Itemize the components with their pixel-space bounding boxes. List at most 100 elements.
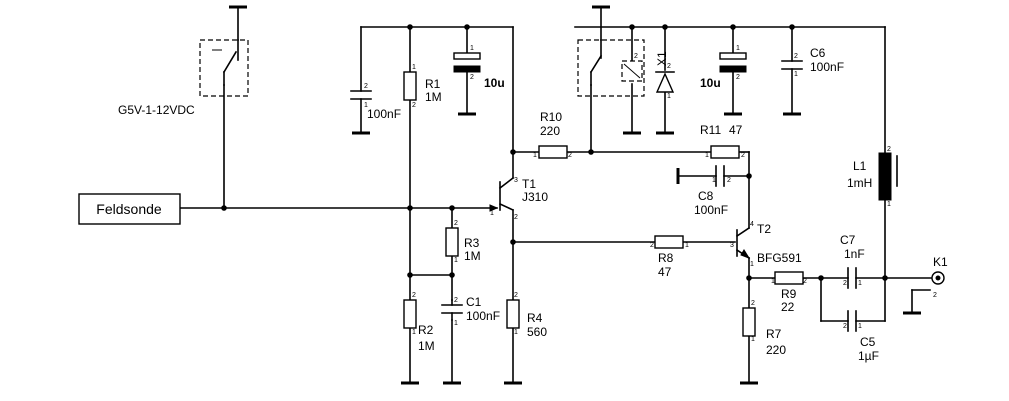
r2: R2 1M — [403, 299, 435, 353]
r4-name: R4 — [527, 311, 543, 325]
t2-name: T2 — [757, 222, 771, 236]
relay-label: G5V-1-12VDC — [118, 103, 195, 117]
diode — [655, 71, 675, 93]
svg-text:1: 1 — [736, 45, 740, 52]
svg-text:1: 1 — [887, 201, 891, 208]
r1-name: R1 — [425, 77, 441, 91]
r3-value: 1M — [464, 249, 481, 263]
svg-text:2: 2 — [741, 152, 745, 159]
cap-left-value: 100nF — [367, 107, 401, 121]
t2-bjt: T2 BFG591 — [735, 222, 802, 265]
feldsonde-block: Feldsonde — [78, 193, 181, 225]
svg-text:1: 1 — [685, 242, 689, 249]
svg-text:2: 2 — [514, 292, 518, 299]
x1-label: X1 — [655, 51, 669, 66]
svg-text:1: 1 — [712, 177, 716, 184]
r7-name: R7 — [766, 327, 782, 341]
svg-text:3: 3 — [514, 177, 518, 184]
r8-value: 47 — [658, 265, 672, 279]
elko-left-value: 10u — [484, 76, 505, 90]
svg-text:1: 1 — [514, 329, 518, 336]
capacitor-left: 100nF — [350, 90, 401, 121]
svg-text:4: 4 — [750, 221, 754, 228]
r10-name: R10 — [540, 110, 562, 124]
elko-left: 10u — [453, 52, 505, 90]
r8: R8 47 — [654, 235, 684, 279]
svg-text:1: 1 — [705, 152, 709, 159]
svg-text:1: 1 — [771, 278, 775, 285]
k1-connector: K1 — [931, 255, 948, 285]
r7: R7 220 — [742, 307, 786, 357]
svg-text:2: 2 — [803, 278, 807, 285]
svg-text:1: 1 — [533, 152, 537, 159]
c6: C6 100nF — [781, 46, 844, 74]
r9: R9 22 — [774, 271, 804, 314]
r1: R1 1M — [403, 71, 442, 104]
relay-switch-2: X1 — [577, 39, 669, 97]
svg-text:2: 2 — [751, 300, 755, 307]
svg-text:2: 2 — [514, 214, 518, 221]
c1: C1 100nF — [441, 295, 500, 323]
l1-name: L1 — [853, 159, 867, 173]
junctions — [221, 24, 888, 281]
svg-text:2: 2 — [470, 74, 474, 81]
svg-text:2: 2 — [568, 152, 572, 159]
svg-text:2: 2 — [887, 146, 891, 153]
r10-value: 220 — [540, 124, 560, 138]
c8-value: 100nF — [694, 203, 728, 217]
r11-name: R11 — [700, 123, 721, 137]
c1-name: C1 — [466, 295, 482, 309]
elko-right: 10u — [700, 52, 747, 90]
c5-value: 1µF — [858, 349, 879, 363]
svg-text:1: 1 — [751, 336, 755, 343]
svg-text:1: 1 — [412, 64, 416, 71]
r11: R11 47 — [700, 123, 743, 159]
svg-text:1: 1 — [454, 320, 458, 327]
l1-value: 1mH — [847, 176, 872, 190]
svg-text:1: 1 — [667, 93, 671, 100]
c6-name: C6 — [810, 46, 826, 60]
r9-value: 22 — [781, 300, 795, 314]
c8-name: C8 — [698, 189, 714, 203]
c7-value: 1nF — [844, 247, 865, 261]
t1-type: J310 — [522, 190, 548, 204]
r4-value: 560 — [527, 325, 547, 339]
t2-type: BFG591 — [757, 251, 802, 265]
svg-text:2: 2 — [634, 53, 638, 60]
r8-name: R8 — [658, 251, 674, 265]
svg-text:1: 1 — [364, 102, 368, 109]
r2-value: 1M — [418, 339, 435, 353]
t1-jfet: T1 J310 — [489, 176, 548, 212]
svg-text:2: 2 — [933, 292, 937, 299]
ground-symbols — [229, 5, 921, 385]
c8: C8 100nF — [694, 165, 728, 217]
svg-text:2: 2 — [412, 292, 416, 299]
svg-text:2: 2 — [736, 74, 740, 81]
r10: R10 220 — [538, 110, 568, 159]
c7: C7 1nF — [840, 233, 865, 289]
elko-right-value: 10u — [700, 76, 721, 90]
r7-value: 220 — [766, 343, 786, 357]
svg-text:2: 2 — [454, 297, 458, 304]
svg-text:1: 1 — [794, 71, 798, 78]
svg-text:2: 2 — [364, 83, 368, 90]
svg-text:1: 1 — [750, 261, 754, 268]
svg-text:1: 1 — [490, 210, 494, 217]
svg-text:1: 1 — [470, 45, 474, 52]
r9-name: R9 — [781, 287, 797, 301]
r2-name: R2 — [418, 323, 434, 337]
r3-name: R3 — [464, 236, 480, 250]
svg-text:2: 2 — [667, 63, 671, 70]
r1-value: 1M — [425, 90, 442, 104]
r11-value: 47 — [729, 123, 743, 137]
r3: R3 1M — [445, 227, 481, 263]
k1-name: K1 — [933, 255, 948, 269]
svg-text:2: 2 — [794, 53, 798, 60]
svg-text:3: 3 — [730, 242, 734, 249]
t1-name: T1 — [522, 177, 536, 191]
c5: C5 1µF — [847, 310, 879, 363]
r4: R4 560 — [506, 299, 547, 339]
svg-text:2: 2 — [412, 102, 416, 109]
wires — [179, 7, 933, 383]
